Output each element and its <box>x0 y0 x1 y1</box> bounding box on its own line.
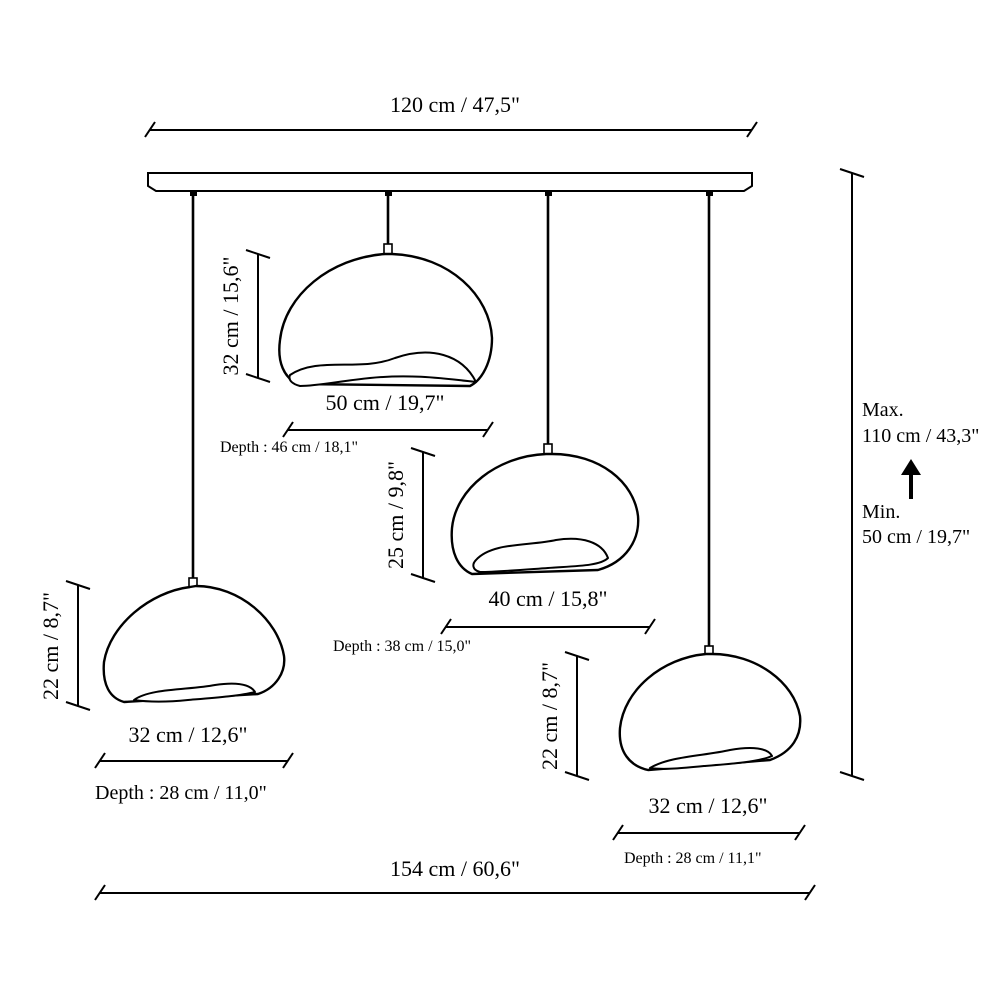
overall-width-dimension: 154 cm / 60,6" <box>94 856 816 901</box>
small-right-height-label: 22 cm / 8,7" <box>537 662 562 770</box>
height-max-label: Max. <box>862 399 904 421</box>
height-range-dimension: Max. 110 cm / 43,3" Min. 50 cm / 19,7" <box>839 168 979 781</box>
up-arrow-icon <box>901 459 921 499</box>
large-depth-label: Depth : 46 cm / 18,1" <box>220 439 358 456</box>
large-width-label: 50 cm / 19,7" <box>326 390 445 415</box>
canopy-width-label: 120 cm / 47,5" <box>390 92 520 117</box>
suspension-cords <box>190 190 713 648</box>
pendant-small-left <box>102 577 286 704</box>
small-right-width-dimension: 32 cm / 12,6" Depth : 28 cm / 11,1" <box>612 793 806 867</box>
small-left-depth-label: Depth : 28 cm / 11,0" <box>95 782 267 804</box>
small-right-height-dimension: 22 cm / 8,7" <box>537 651 590 781</box>
pendant-large <box>278 243 494 388</box>
medium-depth-label: Depth : 38 cm / 15,0" <box>333 638 471 655</box>
small-right-depth-label: Depth : 28 cm / 11,1" <box>624 850 761 867</box>
height-min-value: 50 cm / 19,7" <box>862 526 970 548</box>
ceiling-canopy-bar <box>147 172 753 192</box>
height-min-label: Min. <box>862 501 900 523</box>
large-height-dimension: 32 cm / 15,6" <box>218 249 271 383</box>
medium-height-label: 25 cm / 9,8" <box>383 461 408 569</box>
canopy-width-dimension: 120 cm / 47,5" <box>144 92 758 138</box>
small-left-height-dimension: 22 cm / 8,7" <box>38 580 91 711</box>
overall-width-label: 154 cm / 60,6" <box>390 856 520 881</box>
large-height-label: 32 cm / 15,6" <box>218 257 243 376</box>
medium-height-dimension: 25 cm / 9,8" <box>383 447 436 583</box>
small-right-width-label: 32 cm / 12,6" <box>649 793 768 818</box>
small-left-width-label: 32 cm / 12,6" <box>129 722 248 747</box>
pendant-medium <box>450 443 640 576</box>
large-width-dimension: 50 cm / 19,7" Depth : 46 cm / 18,1" <box>220 390 494 456</box>
pendant-small-right <box>618 645 802 772</box>
medium-width-label: 40 cm / 15,8" <box>489 586 608 611</box>
medium-width-dimension: 40 cm / 15,8" Depth : 38 cm / 15,0" <box>333 586 656 655</box>
height-max-value: 110 cm / 43,3" <box>862 425 979 447</box>
small-left-width-dimension: 32 cm / 12,6" Depth : 28 cm / 11,0" <box>94 722 294 804</box>
small-left-height-label: 22 cm / 8,7" <box>38 592 63 700</box>
